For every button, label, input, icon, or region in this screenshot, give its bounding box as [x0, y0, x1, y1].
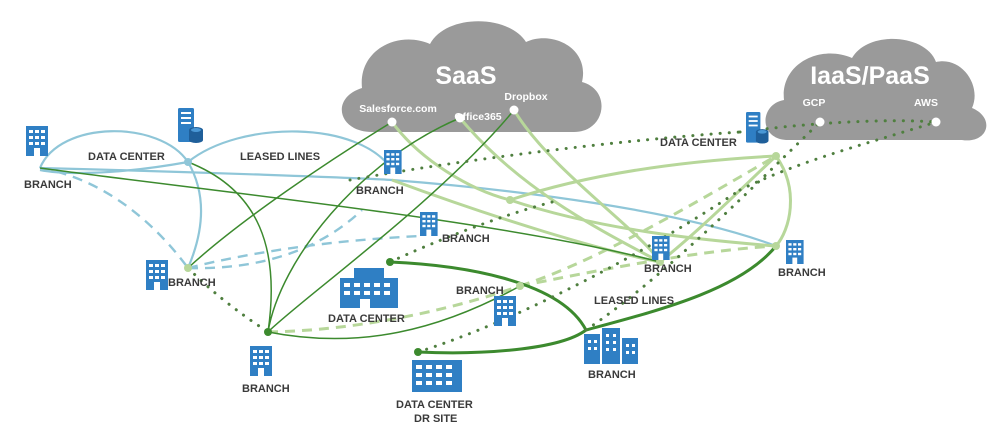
- branch-campus-icon: [584, 328, 638, 364]
- branch-mid-right-label: BRANCH: [644, 263, 692, 275]
- link-group-dark-green-bold: [389, 245, 778, 355]
- branch-center-label: BRANCH: [442, 233, 490, 245]
- branch-building-icon: [786, 240, 804, 264]
- office365-label: Office365: [454, 111, 501, 123]
- branch-building-icon: [250, 346, 272, 376]
- aws-label: AWS: [914, 97, 938, 109]
- saas-title: SaaS: [435, 62, 496, 90]
- link-group-dotted: [186, 119, 938, 354]
- saas-cloud: [341, 21, 602, 133]
- branch-upper-center-label: BRANCH: [356, 185, 404, 197]
- branch-building-icon: [146, 260, 168, 290]
- link-group-dark-green: [39, 109, 661, 340]
- iaas-cloud: [765, 38, 987, 141]
- leased-lines-top-label: LEASED LINES: [240, 151, 320, 163]
- dropbox-label: Dropbox: [504, 91, 547, 103]
- link-group-light-blue: [38, 130, 777, 269]
- data-center-server-icon: [746, 112, 769, 144]
- branch-top-left-label: BRANCH: [24, 179, 72, 191]
- branch-bottom-right-label: BRANCH: [588, 369, 636, 381]
- data-center-left-label: DATA CENTER: [88, 151, 165, 163]
- data-center-server-icon: [178, 108, 203, 143]
- link-group-light-green-dashed: [267, 154, 777, 334]
- branch-bottom-left-label: BRANCH: [242, 383, 290, 395]
- iaas-paas-title: IaaS/PaaS: [810, 62, 930, 90]
- branch-building-icon: [384, 150, 402, 174]
- data-center-dr-label: DATA CENTER: [396, 399, 473, 411]
- branch-left-label: BRANCH: [168, 277, 216, 289]
- node-dots: [184, 105, 941, 356]
- gcp-label: GCP: [803, 97, 826, 109]
- leased-lines-bottom-label: LEASED LINES: [594, 295, 674, 307]
- branch-building-icon: [494, 296, 516, 326]
- link-group-light-blue-dashed: [39, 166, 421, 270]
- data-center-right-label: DATA CENTER: [660, 137, 737, 149]
- branch-bottom-center-label: BRANCH: [456, 285, 504, 297]
- salesforce-label: Salesforce.com: [359, 103, 437, 115]
- dr-site-label: DR SITE: [414, 413, 457, 425]
- data-center-building-icon: [340, 268, 398, 308]
- branch-building-icon: [652, 236, 670, 260]
- branch-right-label: BRANCH: [778, 267, 826, 279]
- branch-building-icon: [420, 212, 438, 236]
- dr-site-building-icon: [412, 360, 462, 392]
- data-center-center-label: DATA CENTER: [328, 313, 405, 325]
- branch-building-icon: [26, 126, 48, 156]
